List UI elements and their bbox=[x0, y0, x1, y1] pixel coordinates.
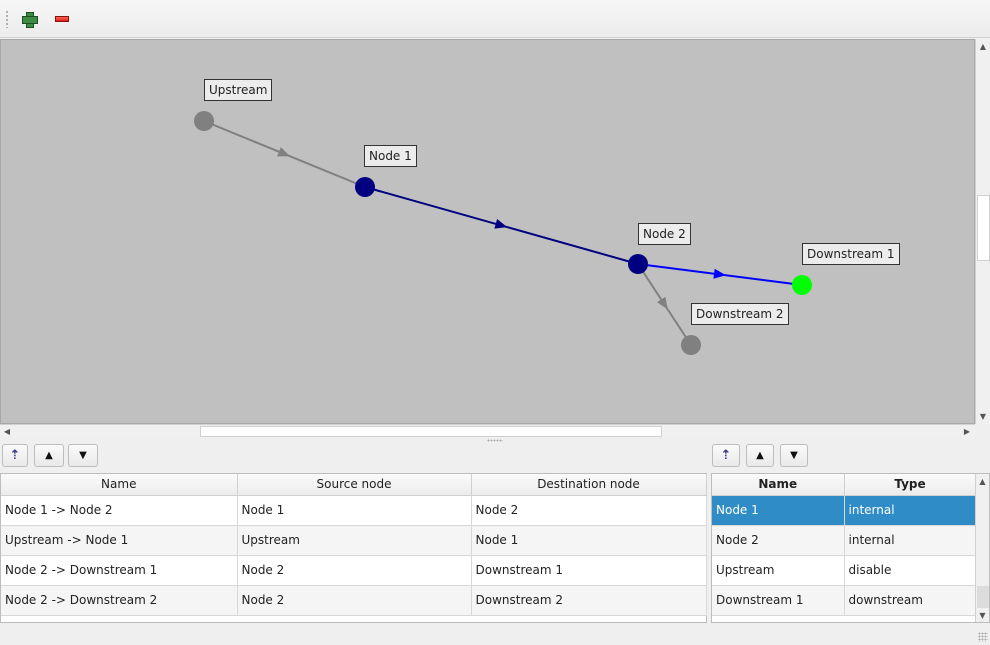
graph-node[interactable] bbox=[792, 275, 812, 295]
table-cell[interactable]: downstream bbox=[844, 585, 977, 616]
table-cell[interactable]: Node 2 bbox=[712, 525, 845, 556]
sort-icon: ⇡ bbox=[9, 448, 21, 463]
scroll-down-arrow-icon[interactable]: ▼ bbox=[979, 411, 987, 421]
graph-node[interactable] bbox=[355, 177, 375, 197]
edge-arrow-icon bbox=[657, 296, 668, 310]
column-header-name[interactable]: Name bbox=[712, 474, 845, 496]
table-cell[interactable]: internal bbox=[844, 525, 977, 556]
edge-arrow-icon bbox=[277, 147, 291, 157]
sort-icon: ⇡ bbox=[720, 448, 732, 463]
add-node-button[interactable] bbox=[17, 8, 41, 30]
horizontal-scroll-thumb[interactable] bbox=[200, 426, 662, 437]
column-header-type[interactable]: Type bbox=[844, 474, 977, 496]
graph-node[interactable] bbox=[681, 335, 701, 355]
vertical-scroll-thumb[interactable] bbox=[977, 195, 990, 261]
nodes-table-scrollbar[interactable]: ▲ ▼ bbox=[975, 474, 989, 622]
table-cell[interactable]: Node 2 -> Downstream 2 bbox=[1, 585, 238, 616]
toolbar bbox=[0, 0, 990, 38]
column-header-name[interactable]: Name bbox=[1, 474, 238, 496]
column-header-source-node[interactable]: Source node bbox=[237, 474, 472, 496]
table-cell[interactable]: Downstream 1 bbox=[712, 585, 845, 616]
table-cell[interactable]: Upstream bbox=[237, 525, 472, 556]
table-cell[interactable]: Upstream bbox=[712, 555, 845, 586]
table-cell[interactable]: Downstream 1 bbox=[471, 555, 707, 586]
table-cell[interactable]: Node 2 -> Downstream 1 bbox=[1, 555, 238, 586]
graph-svg bbox=[194, 111, 812, 355]
table-cell[interactable]: Node 1 -> Node 2 bbox=[1, 495, 238, 526]
node-label[interactable]: Node 1 bbox=[364, 145, 417, 167]
move-link-up-button[interactable]: ▲ bbox=[34, 444, 64, 467]
move-link-down-button[interactable]: ▼ bbox=[68, 444, 98, 467]
scroll-up-arrow-icon[interactable]: ▲ bbox=[979, 476, 986, 486]
node-label[interactable]: Node 2 bbox=[638, 223, 691, 245]
toolbar-grip[interactable] bbox=[5, 10, 9, 28]
links-table: Name Source node Destination node Node 1… bbox=[0, 473, 707, 623]
splitter-handle[interactable] bbox=[487, 439, 503, 442]
node-label[interactable]: Downstream 2 bbox=[691, 303, 789, 325]
move-node-down-button[interactable]: ▼ bbox=[780, 444, 808, 467]
table-cell[interactable]: Upstream -> Node 1 bbox=[1, 525, 238, 556]
scroll-down-arrow-icon[interactable]: ▼ bbox=[979, 610, 986, 620]
arrow-down-icon: ▼ bbox=[790, 450, 798, 461]
sort-nodes-button[interactable]: ⇡ bbox=[712, 444, 740, 467]
vertical-scrollbar[interactable]: ▲ ▼ bbox=[975, 39, 990, 424]
table-cell[interactable]: Node 2 bbox=[471, 495, 707, 526]
graph-node[interactable] bbox=[628, 254, 648, 274]
scroll-right-arrow-icon[interactable]: ▶ bbox=[963, 427, 971, 436]
edge-arrow-icon bbox=[494, 219, 508, 229]
table-cell[interactable]: disable bbox=[844, 555, 977, 586]
move-node-up-button[interactable]: ▲ bbox=[746, 444, 774, 467]
horizontal-scrollbar[interactable]: ◀ ▶ bbox=[0, 424, 975, 438]
arrow-up-icon: ▲ bbox=[45, 450, 53, 461]
table-cell[interactable]: Node 1 bbox=[712, 495, 845, 526]
nodes-scroll-thumb[interactable] bbox=[977, 586, 989, 608]
graph-node[interactable] bbox=[194, 111, 214, 131]
scroll-left-arrow-icon[interactable]: ◀ bbox=[3, 427, 11, 436]
table-cell[interactable]: Node 1 bbox=[471, 525, 707, 556]
table-cell[interactable]: internal bbox=[844, 495, 977, 526]
remove-node-button[interactable] bbox=[50, 8, 74, 30]
node-label[interactable]: Downstream 1 bbox=[802, 243, 900, 265]
arrow-down-icon: ▼ bbox=[79, 450, 87, 461]
edge-arrow-icon bbox=[713, 268, 726, 279]
table-cell[interactable]: Node 2 bbox=[237, 555, 472, 586]
sort-links-button[interactable]: ⇡ bbox=[2, 444, 28, 467]
node-label[interactable]: Upstream bbox=[204, 79, 273, 101]
table-cell[interactable]: Node 1 bbox=[237, 495, 472, 526]
column-header-destination-node[interactable]: Destination node bbox=[471, 474, 707, 496]
scroll-up-arrow-icon[interactable]: ▲ bbox=[979, 41, 987, 51]
minus-icon bbox=[55, 16, 69, 22]
resize-grip[interactable] bbox=[978, 632, 988, 642]
arrow-up-icon: ▲ bbox=[756, 450, 764, 461]
table-cell[interactable]: Downstream 2 bbox=[471, 585, 707, 616]
plus-icon bbox=[22, 12, 38, 28]
table-cell[interactable]: Node 2 bbox=[237, 585, 472, 616]
